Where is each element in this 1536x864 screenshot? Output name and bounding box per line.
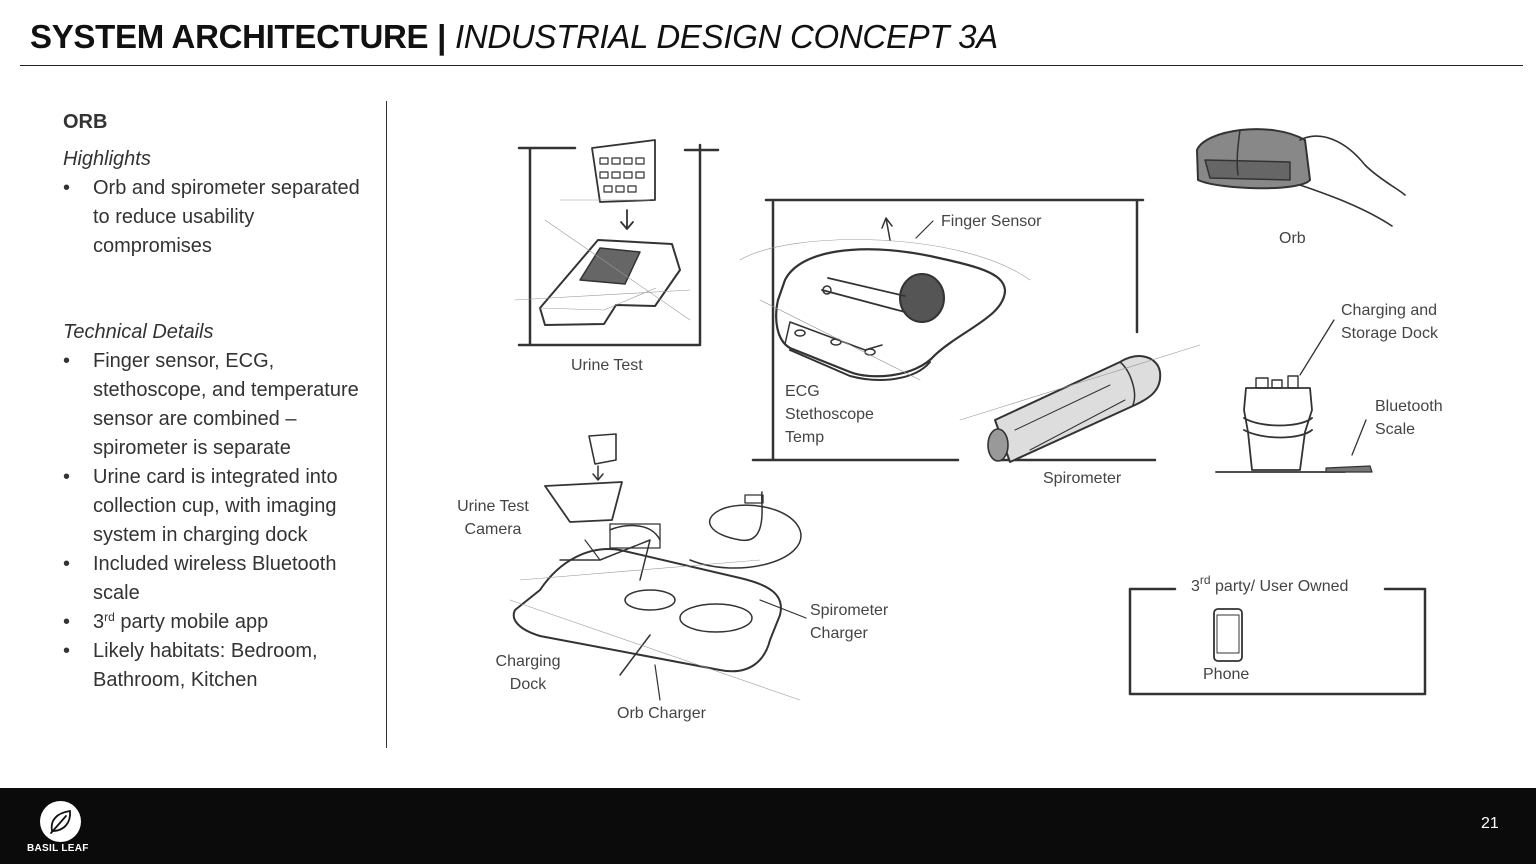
- technical-item: Likely habitats: Bedroom, Bathroom, Kitc…: [63, 637, 363, 695]
- label-orb: Orb: [1279, 230, 1306, 247]
- technical-list: Finger sensor, ECG, stethoscope, and tem…: [63, 347, 363, 695]
- technical-item: Included wireless Bluetooth scale: [63, 550, 363, 608]
- label-finger-sensor: Finger Sensor: [941, 213, 1042, 230]
- highlights-title: Highlights: [63, 148, 151, 170]
- title-divider: [20, 65, 1523, 66]
- basil-leaf-logo-icon: [40, 801, 81, 842]
- concept-sketch: [509, 128, 1427, 701]
- panel-divider: [386, 101, 387, 748]
- left-panel: ORB Highlights Orb and spirometer separa…: [63, 108, 363, 695]
- title-bold: SYSTEM ARCHITECTURE |: [30, 18, 447, 55]
- orb-hand-sketch: [1196, 128, 1406, 227]
- technical-item: 3rd party mobile app: [63, 608, 363, 637]
- page-number: 21: [1481, 815, 1499, 832]
- label-urine-test: Urine Test: [571, 357, 643, 374]
- label-phone: Phone: [1203, 666, 1250, 683]
- technical-item: Urine card is integrated into collection…: [63, 463, 363, 550]
- technical-item: Finger sensor, ECG, stethoscope, and tem…: [63, 347, 363, 463]
- highlights-list: Orb and spirometer separated to reduce u…: [63, 174, 363, 261]
- label-orb-charger: Orb Charger: [617, 705, 706, 722]
- technical-title: Technical Details: [63, 321, 214, 343]
- logo-text: BASIL LEAF: [27, 843, 89, 854]
- footer-bar: [0, 788, 1536, 864]
- section-heading: ORB: [63, 111, 108, 133]
- highlight-item: Orb and spirometer separated to reduce u…: [63, 174, 363, 261]
- slide-title: SYSTEM ARCHITECTURE | INDUSTRIAL DESIGN …: [30, 18, 998, 56]
- label-third-party: 3rd party/ User Owned: [1191, 573, 1349, 595]
- charging-dock-sketch: [509, 433, 807, 701]
- title-italic: INDUSTRIAL DESIGN CONCEPT 3A: [454, 18, 998, 55]
- urine-test-sketch: [514, 139, 720, 347]
- spirometer-sketch: [959, 344, 1201, 463]
- orb-sketch: [739, 198, 1157, 462]
- label-spirometer: Spirometer: [1043, 470, 1122, 487]
- third-party-box: [1128, 587, 1427, 696]
- toilet-sketch: [1215, 319, 1373, 473]
